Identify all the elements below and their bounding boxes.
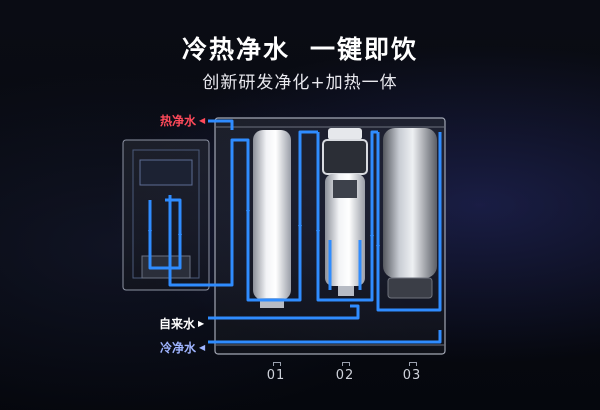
water-flow-lines	[148, 119, 442, 344]
arrow-left-icon: ◀	[199, 343, 206, 352]
title-part-1: 冷热净水	[181, 35, 290, 64]
cold-water-text: 冷净水	[160, 341, 197, 355]
label-hot-water: 热净水 ◀	[160, 112, 205, 129]
module-number-02: 02	[335, 362, 355, 383]
heating-tank-03	[383, 128, 437, 299]
page-subtitle: 创新研发净化+加热一体	[202, 73, 398, 93]
filter-01	[253, 130, 291, 308]
tap-water-text: 自来水	[159, 317, 196, 331]
flow-arrows	[148, 210, 380, 251]
pump-module	[122, 139, 210, 291]
arrow-left-icon: ◀	[199, 116, 206, 125]
module-number-01: 01	[266, 362, 286, 383]
filter-02	[322, 128, 368, 296]
label-tap-water: 自来水 ▶	[159, 315, 204, 332]
hot-water-text: 热净水	[160, 114, 197, 128]
label-cold-water: 冷净水 ◀	[160, 339, 205, 356]
module-number-03: 03	[402, 362, 422, 383]
page-title: 冷热净水一键即饮	[0, 30, 600, 66]
title-part-2: 一键即饮	[310, 35, 419, 64]
arrow-right-icon: ▶	[198, 319, 205, 328]
